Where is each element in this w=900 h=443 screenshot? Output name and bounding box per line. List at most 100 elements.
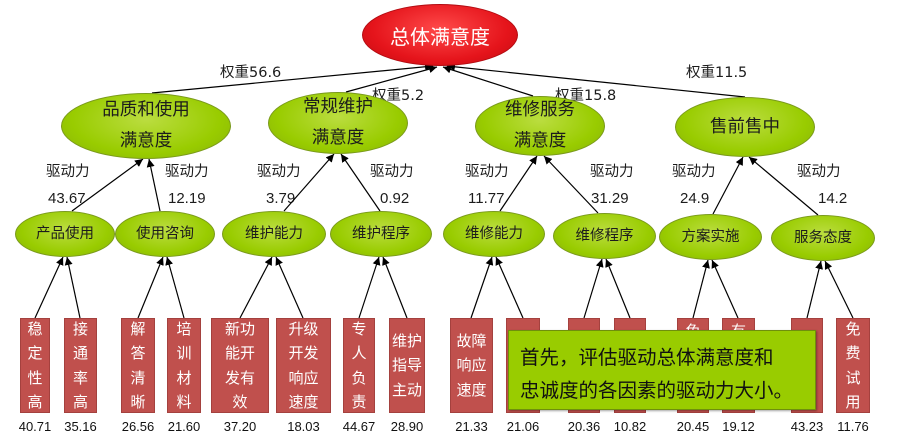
factor-box: 升级开发响应速度: [276, 318, 331, 413]
arrow-driver-to-group: [712, 156, 744, 215]
driver-node: 服务态度: [771, 215, 875, 261]
callout-line: 首先，评估驱动总体满意度和: [520, 346, 774, 369]
driver-caption: 驱动力: [165, 164, 209, 180]
arrow-factor-to-driver: [605, 258, 631, 319]
driver-value: 24.9: [680, 190, 710, 207]
factor-value: 11.76: [837, 419, 869, 434]
arrow-factor-to-driver: [239, 256, 273, 319]
callout-line: 忠诚度的各因素的驱动力大小。: [520, 379, 794, 402]
arrow-driver-to-group: [748, 156, 819, 216]
factor-column: 故障响应速度 21.33: [450, 318, 493, 436]
factor-label: 培训材料: [176, 319, 192, 412]
factor-value: 21.33: [455, 419, 488, 434]
factor-value: 44.67: [342, 419, 376, 434]
factor-column: 维护指导主动 28.90: [389, 318, 425, 436]
arrow-driver-to-group: [340, 153, 381, 212]
driver-node-label: 维修能力: [465, 226, 523, 242]
arrow-factor-to-driver: [64, 256, 81, 319]
factor-box: 解答清晰: [121, 318, 155, 413]
arrow-factor-to-driver: [495, 256, 524, 319]
factor-value: 21.06: [506, 419, 540, 434]
driver-value: 3.79: [266, 190, 296, 207]
group-node-label: 满意度: [311, 128, 365, 148]
driver-node: 产品使用: [15, 211, 115, 257]
driver-caption: 驱动力: [46, 164, 90, 180]
factor-box: 稳定性高: [20, 318, 50, 413]
driver-node-label: 维修程序: [575, 228, 634, 244]
driver-caption: 驱动力: [370, 164, 414, 180]
factor-label: 故障响应速度: [456, 331, 487, 399]
factor-box: 新功能开发有效: [211, 318, 269, 413]
group-node-label: 维修服务: [505, 100, 575, 120]
arrow-group-repair-to-root: [442, 65, 534, 97]
factor-box: 故障响应速度: [450, 318, 493, 413]
factor-label: 维护指导主动: [391, 331, 422, 399]
factor-column: 新功能开发有效 37.20: [211, 318, 269, 436]
root-node-overall-satisfaction: 总体满意度: [362, 4, 518, 66]
driver-caption: 驱动力: [465, 164, 509, 180]
factor-label: 专人负责: [351, 319, 367, 412]
factor-value: 37.20: [223, 419, 257, 434]
factor-label: 接通率高: [72, 319, 88, 412]
factor-box: 培训材料: [167, 318, 201, 413]
arrow-group-quality-to-root: [151, 62, 434, 94]
driver-node-label: 方案实施: [681, 229, 740, 245]
group-node-label: 售前售中: [710, 116, 780, 137]
arrow-factor-to-driver: [583, 258, 604, 319]
driver-node-label: 服务态度: [794, 230, 852, 246]
driver-value: 43.67: [48, 190, 86, 207]
arrow-group-maintenance-to-root: [345, 65, 438, 93]
driver-value: 31.29: [591, 190, 629, 207]
group-node: 常规维护 满意度: [268, 92, 408, 154]
driver-node: 使用咨询: [115, 211, 215, 257]
factor-column: 升级开发响应速度 18.03: [276, 318, 331, 436]
arrow-group-presales-to-root: [446, 62, 746, 98]
group-node-label: 常规维护: [303, 97, 373, 117]
group-node: 维修服务 满意度: [475, 96, 605, 156]
factor-label: 稳定性高: [27, 319, 43, 412]
driver-value: 0.92: [380, 190, 410, 207]
driver-node: 维修能力: [443, 211, 545, 257]
arrow-factor-to-driver: [275, 256, 304, 319]
factor-value: 20.45: [676, 419, 710, 434]
driver-caption: 驱动力: [797, 164, 841, 180]
factor-value: 28.90: [390, 419, 424, 434]
group-node: 品质和使用 满意度: [61, 93, 231, 159]
factor-value: 10.82: [613, 419, 647, 434]
factor-value: 21.60: [167, 419, 201, 434]
arrow-factor-to-driver: [382, 256, 408, 319]
arrow-factor-to-driver: [137, 256, 164, 319]
factor-value: 26.56: [121, 419, 155, 434]
driver-node: 方案实施: [659, 214, 762, 260]
weight-label: 权重56.6: [220, 65, 282, 81]
arrow-factor-to-driver: [711, 259, 739, 319]
driver-node-label: 维护能力: [245, 226, 303, 242]
driver-caption: 驱动力: [590, 164, 634, 180]
factor-column: 解答清晰 26.56: [121, 318, 155, 436]
arrow-factor-to-driver: [470, 256, 494, 319]
driver-value: 11.77: [468, 190, 505, 207]
driver-value: 14.2: [818, 190, 848, 207]
factor-value: 20.36: [567, 419, 601, 434]
driver-value: 12.19: [168, 190, 206, 207]
factor-box: 接通率高: [64, 318, 97, 413]
factor-value: 35.16: [64, 419, 97, 434]
factor-box: 免费试用: [836, 318, 870, 413]
factor-box: 专人负责: [343, 318, 375, 413]
factor-label: 免费试用: [845, 319, 861, 412]
group-node-label: 品质和使用: [102, 100, 190, 120]
factor-value: 18.03: [287, 419, 320, 434]
arrow-factor-to-driver: [692, 259, 710, 319]
root-node-label: 总体满意度: [390, 24, 490, 49]
arrow-driver-to-group: [543, 155, 599, 214]
factor-column: 培训材料 21.60: [167, 318, 201, 436]
driver-node-label: 维护程序: [352, 226, 410, 242]
callout-box: 首先，评估驱动总体满意度和 忠诚度的各因素的驱动力大小。: [508, 330, 816, 410]
arrow-driver-to-group: [146, 158, 161, 212]
factor-column: 稳定性高 40.71: [19, 318, 51, 436]
driver-node-label: 使用咨询: [136, 226, 194, 242]
factor-column: 接通率高 35.16: [64, 318, 97, 436]
arrow-factor-to-driver: [34, 256, 64, 319]
